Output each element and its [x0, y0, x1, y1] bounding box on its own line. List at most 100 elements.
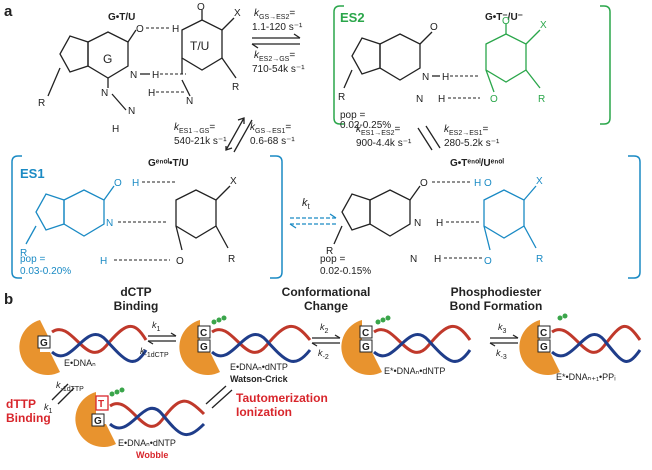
es2-pop-label: pop = [340, 110, 365, 121]
kt-arrow: kt [289, 197, 337, 229]
es3-o2: O [484, 256, 492, 267]
rate-es1-es2-value: 900-4.4k s⁻¹ [356, 138, 412, 149]
rate-k-3: k-3 [496, 348, 507, 361]
rates-gs-es1: kES1→GS= 540-21k s⁻¹ kGS→ES1= 0.6-68 s⁻¹ [174, 117, 295, 153]
base-c-2: C [200, 328, 207, 339]
base-g-wobble: G [94, 416, 102, 427]
es3-structure: G•Tᵉⁿᵒˡ/Uᵉⁿᵒˡ O N H N H R pop = 0.02-0.1… [320, 155, 641, 279]
rates-k2: k2 k-2 [311, 322, 341, 361]
es3-title: G•Tᵉⁿᵒˡ/Uᵉⁿᵒˡ [450, 158, 504, 169]
complex-e-dna: G E•DNAₙ [19, 320, 148, 376]
gs-r1: R [38, 98, 45, 109]
gs-r2: R [232, 82, 239, 93]
rate-k3: k3 [498, 322, 507, 335]
base-t-wobble: T [98, 399, 104, 410]
es3-x: X [536, 176, 543, 187]
es1-box: ES1 Gᵉⁿᵒˡ•T/U O H N H R pop = 0.03-0.20%… [11, 155, 283, 279]
es1-title: Gᵉⁿᵒˡ•T/U [148, 158, 189, 169]
gs-n4: N [186, 96, 193, 107]
rates-k1: k1 k-1dCTP [140, 320, 177, 359]
base-g-1: G [40, 338, 48, 349]
step-dctp-binding-1: dCTP [120, 285, 151, 299]
rate-gs-es1-value: 0.6-68 s⁻¹ [250, 136, 295, 147]
base-c-4: C [540, 328, 547, 339]
base-c-3: C [362, 328, 369, 339]
state-wobble: Wobble [136, 450, 168, 460]
panel-b-label: b [4, 291, 13, 308]
es1-nh: H [100, 256, 107, 267]
gs-h2: H [152, 70, 159, 81]
rate-gs-es2-value: 1.1-120 s⁻¹ [252, 22, 303, 33]
es2-box: ES2 G•T⁻/U⁻ O N H N H R pop = 0.02-0.25%… [333, 5, 611, 131]
es1-o2: O [176, 256, 184, 267]
es1-pop: 0.03-0.20% [20, 266, 71, 277]
es3-pop: 0.02-0.15% [320, 266, 371, 277]
es2-r2: R [538, 94, 545, 105]
gs-o2: O [197, 2, 205, 13]
base-g-2: G [200, 342, 208, 353]
step-phosphodiester-2: Bond Formation [450, 299, 543, 313]
es3-pop-label: pop = [320, 254, 345, 265]
step-tautomerization-2: Ionization [236, 405, 292, 419]
es2-pop: 0.02-0.25% [340, 120, 391, 131]
branch-dttp: dTTP Binding k-1dTTP k1 T G E•DNAₙ•dNTP … [6, 380, 328, 460]
step-conformational-1: Conformational [282, 285, 371, 299]
rate-k1b: k1 [44, 402, 53, 415]
rate-k-1dctp: k-1dCTP [140, 346, 169, 359]
es2-h2: H [438, 94, 445, 105]
state-e-wobble: E•DNAₙ•dNTP [118, 438, 176, 448]
es2-h1: H [442, 72, 449, 83]
base-g-4: G [540, 342, 548, 353]
gs-x: X [234, 8, 241, 19]
es2-x: X [540, 20, 547, 31]
es3-r2: R [536, 254, 543, 265]
state-e-star: E*•DNAₙ•dNTP [384, 366, 445, 376]
complex-e-final: C G E*•DNAₙ₊₁•PPᵢ [519, 313, 642, 382]
base-g-3: G [362, 342, 370, 353]
es3-ho-o: O [484, 178, 492, 189]
state-watson-crick: Watson-Crick [230, 374, 289, 384]
es3-r1: R [326, 246, 333, 257]
es1-r1: R [20, 248, 27, 259]
gs-g-label: G [103, 52, 112, 66]
step-phosphodiester-1: Phosphodiester [451, 285, 542, 299]
es1-r2: R [228, 254, 235, 265]
es1-x: X [230, 176, 237, 187]
gs-n2: N [101, 88, 108, 99]
es2-o3: O [490, 94, 498, 105]
es2-n1: N [422, 72, 429, 83]
gs-h3: H [148, 88, 155, 99]
panel-a-label: a [4, 3, 13, 20]
es1-o: O [114, 178, 122, 189]
es2-r1: R [338, 92, 345, 103]
rates-k3: k3 k-3 [489, 322, 519, 361]
es2-label: ES2 [340, 10, 365, 25]
es2-o2: O [502, 16, 510, 27]
es3-n1: N [414, 218, 421, 229]
es3-h1: H [436, 218, 443, 229]
es1-h: H [132, 178, 139, 189]
es1-n1: N [106, 218, 113, 229]
es3-n2: N [410, 254, 417, 265]
rates-es1-es2: kES1→ES2= 900-4.4k s⁻¹ kES2→ES1= 280-5.2… [356, 124, 500, 151]
gs-nh: H [112, 124, 119, 135]
state-e-dna-dntp: E•DNAₙ•dNTP [230, 362, 288, 372]
kt-label: kt [302, 197, 311, 211]
rate-es2-gs: kES2→GS= [254, 50, 295, 63]
step-tautomerization-1: Tautomerization [236, 391, 328, 405]
rate-gs-es1: kGS→ES1= [250, 122, 291, 135]
step-dttp-binding-2: Binding [6, 411, 51, 425]
state-e-final: E*•DNAₙ₊₁•PPᵢ [556, 372, 616, 382]
rate-k1: k1 [152, 320, 161, 333]
es2-o: O [430, 22, 438, 33]
gs-co-bond [127, 29, 137, 43]
gs-tu-label: T/U [190, 39, 209, 53]
complex-e-star: C G E*•DNAₙ•dNTP [341, 315, 472, 376]
es3-ho-h: H [474, 178, 481, 189]
rate-k2: k2 [320, 322, 329, 335]
complex-watson-crick: C G E•DNAₙ•dNTP Watson-Crick [179, 315, 312, 384]
rates-gs-es2: kGS→ES2= 1.1-120 s⁻¹ kES2→GS= 710-54k s⁻… [251, 8, 305, 75]
gs-structure: G•T/U G O H N H N N H H R T/U O X N R [38, 2, 241, 135]
rate-es2-gs-value: 710-54k s⁻¹ [252, 64, 305, 75]
